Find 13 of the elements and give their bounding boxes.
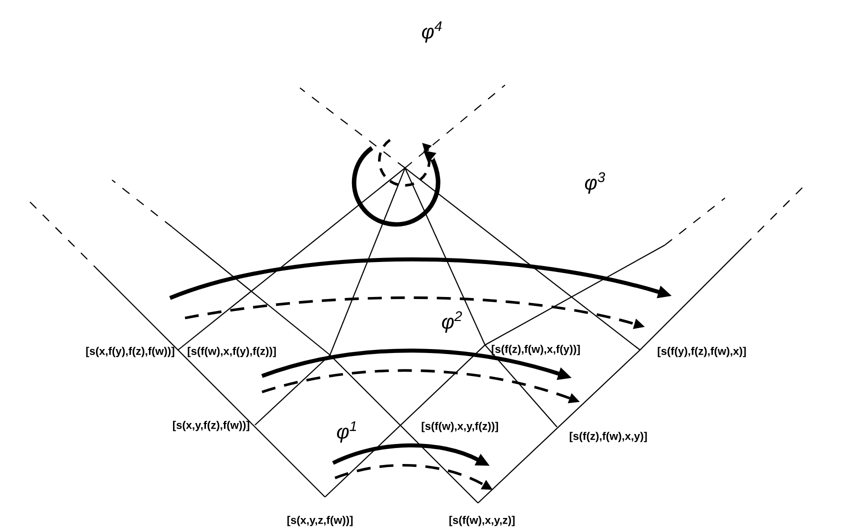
mapping-label: φ$^{1}$ xyxy=(337,421,356,443)
state-label: [s(f(z),f(w),x,y)] xyxy=(570,432,647,442)
state-label: [s(f(w),x,y,f(z))] xyxy=(422,422,498,432)
state-label: [s(x,y,z,f(w))] xyxy=(287,516,353,526)
state-label: [s(f(y),f(z),f(w),x)] xyxy=(658,346,746,358)
mapping-label: φ$^{3}$ xyxy=(585,172,606,194)
state-label: [s(f(z),f(w),x,f(y))] xyxy=(492,344,580,356)
state-label: [s(f(w),x,f(y),f(z))] xyxy=(188,346,276,358)
mapping-label: φ$^{4}$ xyxy=(422,21,442,43)
state-label: [s(x,f(y),f(z),f(w))] xyxy=(86,346,174,358)
state-label: [s(f(w),x,y,z)] xyxy=(449,516,515,526)
state-label: [s(x,y,f(z),f(w))] xyxy=(173,420,250,432)
mapping-label: φ$^{2}$ xyxy=(442,311,462,333)
